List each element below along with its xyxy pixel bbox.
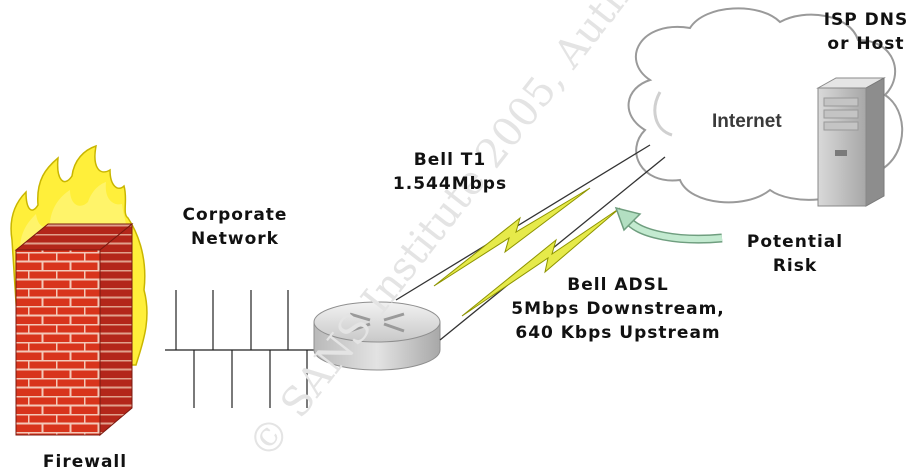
adsl-link-label: Bell ADSL 5Mbps Downstream, 640 Kbps Ups… xyxy=(488,273,748,345)
corporate-network-label: Corporate Network xyxy=(165,203,305,251)
router-icon xyxy=(314,302,440,370)
t1-link-label-line1: Bell T1 xyxy=(385,148,515,172)
corporate-network-label-line2: Network xyxy=(165,227,305,251)
t1-link-label: Bell T1 1.544Mbps xyxy=(385,148,515,196)
risk-label-line1: Potential xyxy=(730,230,860,254)
adsl-link-label-line3: 640 Kbps Upstream xyxy=(488,321,748,345)
adsl-link-label-line1: Bell ADSL xyxy=(488,273,748,297)
adsl-link-label-line2: 5Mbps Downstream, xyxy=(488,297,748,321)
corporate-network-label-line1: Corporate xyxy=(165,203,305,227)
server-label-line2: or Host xyxy=(816,32,916,56)
internet-label: Internet xyxy=(712,111,782,132)
corporate-network-bus xyxy=(165,290,318,408)
firewall-label: Firewall xyxy=(30,450,140,474)
dns-server-icon xyxy=(818,78,884,206)
t1-link-label-line2: 1.544Mbps xyxy=(385,172,515,196)
risk-arrow-icon xyxy=(616,208,722,239)
server-label: ISP DNS or Host xyxy=(816,8,916,56)
risk-label: Potential Risk xyxy=(730,230,860,278)
risk-label-line2: Risk xyxy=(730,254,860,278)
server-label-line1: ISP DNS xyxy=(816,8,916,32)
firewall-icon xyxy=(16,224,132,435)
